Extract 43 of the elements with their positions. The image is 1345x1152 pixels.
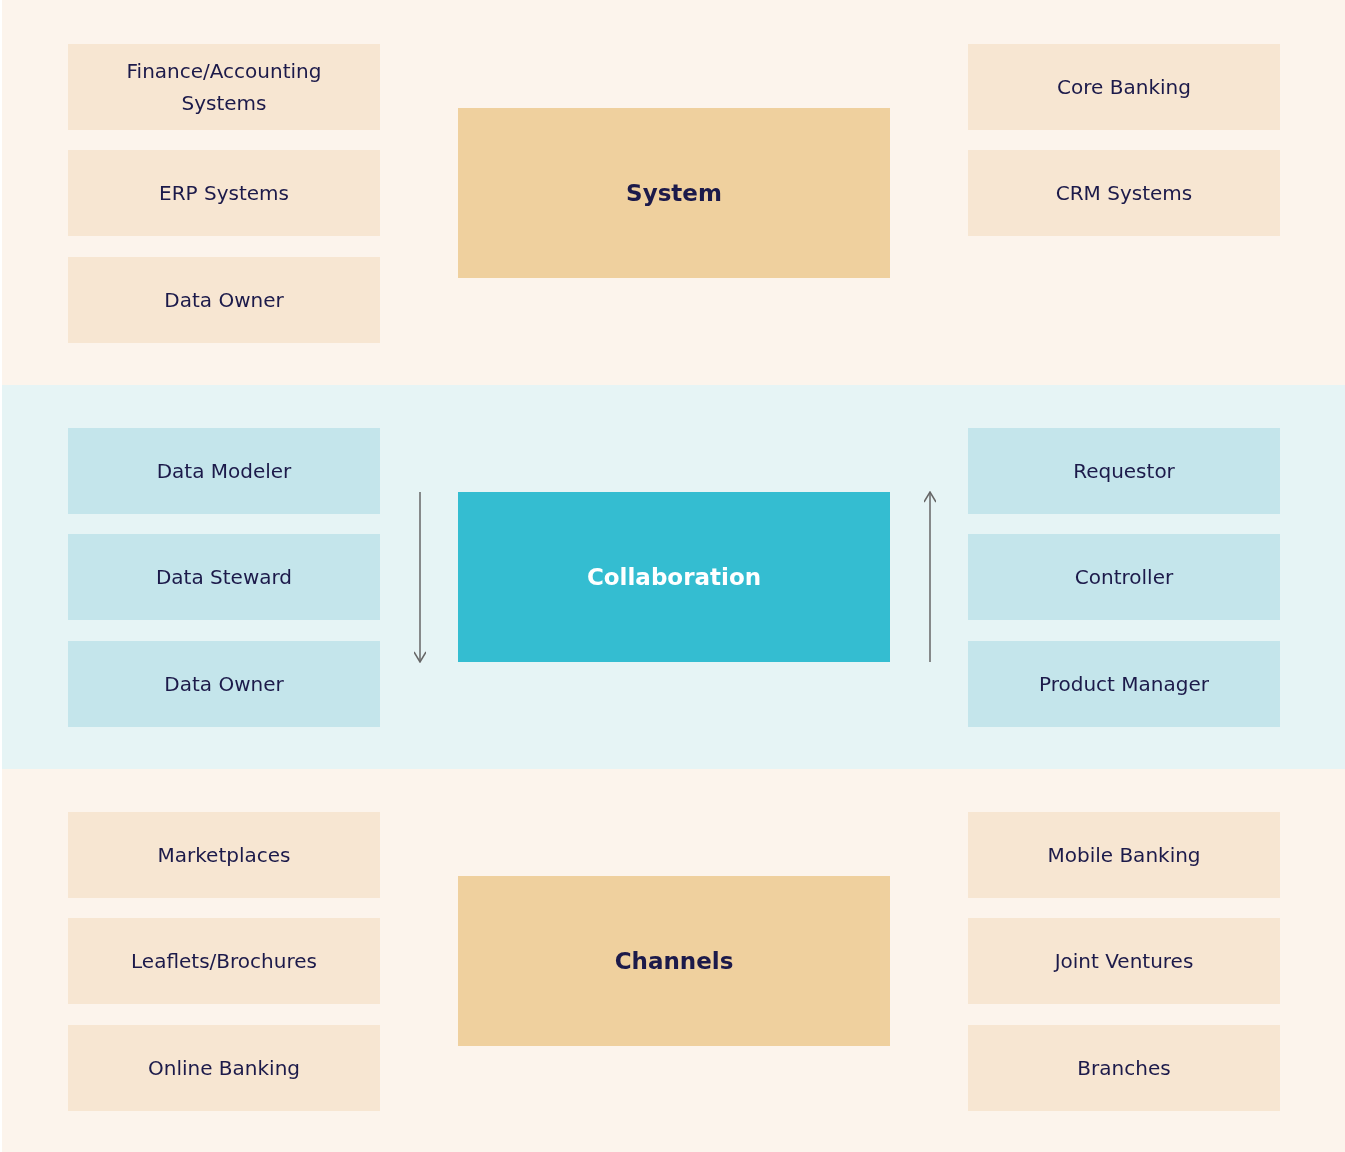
section-band	[2, 769, 1345, 1152]
box-label: Controller	[1073, 564, 1175, 591]
box-label: Data Modeler	[155, 458, 293, 485]
item-box	[968, 812, 1280, 898]
item-box	[68, 257, 380, 343]
box-label: Finance/Accounting Systems	[125, 58, 323, 117]
item-box	[68, 1025, 380, 1111]
box-label: Marketplaces	[156, 842, 292, 869]
box-label: Online Banking	[147, 1055, 301, 1082]
section-band	[2, 385, 1345, 769]
item-box	[968, 918, 1280, 1004]
center-box	[458, 492, 890, 662]
box-label: Data Owner	[163, 287, 285, 314]
box-label: Mobile Banking	[1046, 842, 1202, 869]
box-label: Collaboration	[585, 562, 763, 592]
item-box	[968, 150, 1280, 236]
box-label: Channels	[613, 946, 735, 976]
item-box	[68, 918, 380, 1004]
item-box	[968, 641, 1280, 727]
box-label: Branches	[1076, 1055, 1172, 1082]
box-label: Requestor	[1072, 458, 1176, 485]
box-label: System	[625, 178, 723, 208]
item-box	[68, 44, 380, 130]
item-box	[68, 150, 380, 236]
item-box	[968, 534, 1280, 620]
box-label: Product Manager	[1038, 671, 1210, 698]
box-label: ERP Systems	[158, 180, 290, 207]
box-label: CRM Systems	[1054, 180, 1194, 207]
item-box	[968, 1025, 1280, 1111]
center-box	[458, 876, 890, 1046]
item-box	[68, 534, 380, 620]
item-box	[68, 641, 380, 727]
box-label: Data Owner	[163, 671, 285, 698]
box-label: Leaflets/Brochures	[130, 948, 318, 975]
section-band	[2, 0, 1345, 385]
item-box	[968, 44, 1280, 130]
center-box	[458, 108, 890, 278]
box-label: Joint Ventures	[1052, 948, 1195, 975]
box-label: Core Banking	[1056, 74, 1192, 101]
item-box	[968, 428, 1280, 514]
item-box	[68, 812, 380, 898]
box-label: Data Steward	[154, 564, 294, 591]
item-box	[68, 428, 380, 514]
